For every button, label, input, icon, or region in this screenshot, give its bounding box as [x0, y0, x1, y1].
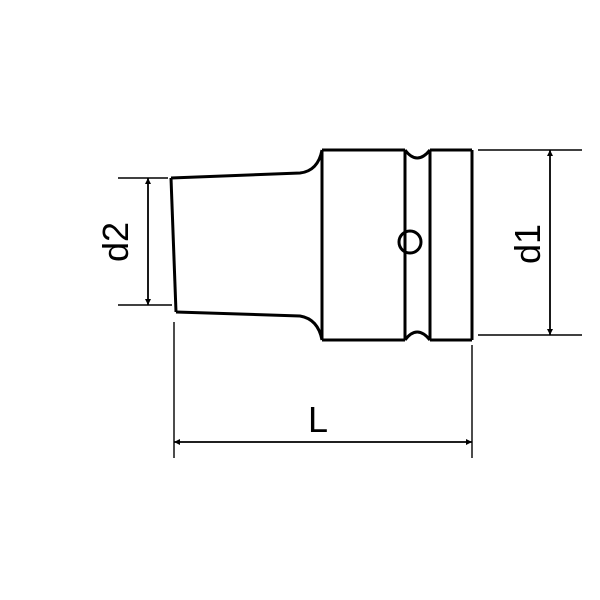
- nose-top-edge: [170, 149, 324, 180]
- L-label: L: [308, 399, 328, 440]
- extension-lines: [118, 149, 582, 458]
- nose-left-face: [169, 177, 178, 313]
- groove-notch-bottom: [403, 330, 432, 341]
- pin-hole: [397, 229, 423, 255]
- d1-label: d1: [507, 224, 548, 264]
- dimension-lines: [145, 150, 553, 445]
- socket-outline: [169, 148, 474, 342]
- d2-label: d2: [95, 222, 136, 262]
- groove-notch-top: [403, 149, 432, 160]
- nose-bottom-edge: [175, 310, 324, 341]
